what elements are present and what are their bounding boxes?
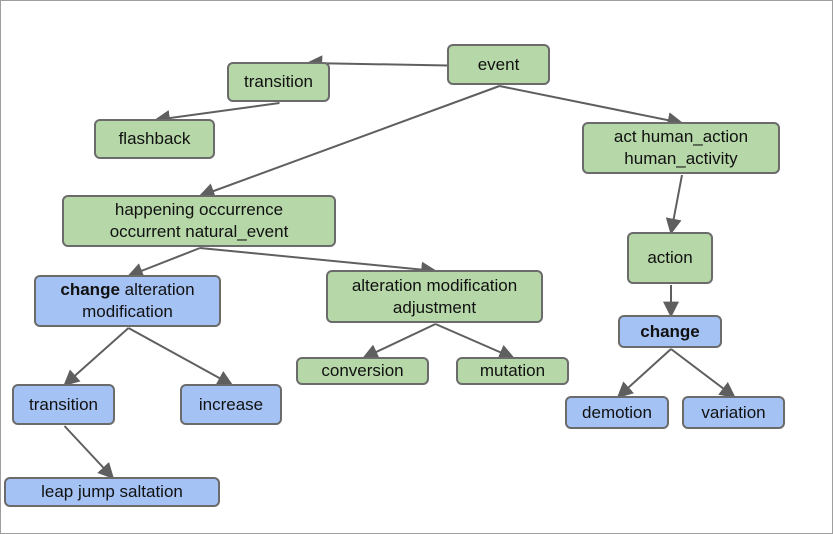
- node-change-left: change alteration modification: [34, 275, 221, 327]
- node-event-line-1: event: [477, 54, 520, 74]
- edge-transition_bottom-to-leap: [63, 425, 115, 480]
- edge-change_right-to-variation: [670, 348, 736, 398]
- edge-event-to-happening: [198, 85, 500, 199]
- node-increase: increase: [180, 384, 282, 425]
- node-act-line-2: human_activity: [624, 149, 738, 168]
- node-act: act human_action human_activity: [582, 122, 780, 174]
- node-event: event: [447, 44, 550, 85]
- node-change-left-line-1-text: alteration: [124, 280, 195, 299]
- edge-change_left-to-transition_bottom: [63, 327, 130, 387]
- node-conversion-line-1: conversion: [321, 361, 404, 380]
- node-change-right-bold: change: [640, 321, 700, 341]
- node-happening-line-1: happening occurrence: [114, 200, 284, 219]
- node-transition-bottom: transition: [12, 384, 115, 425]
- edge-happening-to-alteration: [199, 247, 438, 278]
- edge-change_left-to-increase: [128, 327, 234, 386]
- node-change-left-line-2: modification: [82, 302, 173, 321]
- node-change-left-bold: change: [60, 280, 120, 299]
- node-conversion: conversion: [296, 357, 429, 385]
- node-change-left-line-1: change alteration: [60, 279, 194, 301]
- node-demotion: demotion: [565, 396, 669, 429]
- node-transition-top-line-1: transition: [244, 72, 313, 91]
- node-act-line-1: act human_action: [613, 127, 749, 146]
- edge-change_right-to-demotion: [616, 348, 672, 399]
- node-flashback-line-1: flashback: [118, 129, 191, 148]
- node-variation-line-1: variation: [701, 402, 766, 422]
- node-change-right: change: [618, 315, 722, 348]
- node-alteration-line-1: alteration modification: [351, 275, 518, 295]
- node-leap-line-1: leap jump saltation: [41, 482, 183, 501]
- node-leap: leap jump saltation: [4, 477, 220, 507]
- edge-transition_top-to-flashback: [153, 102, 280, 126]
- node-transition-bottom-line-1: transition: [29, 394, 98, 414]
- node-demotion-line-1: demotion: [582, 402, 652, 422]
- edge-happening-to-change_left: [127, 247, 201, 279]
- node-happening: happening occurrence occurrent natural_e…: [62, 195, 336, 247]
- edge-act-to-action: [665, 174, 683, 235]
- node-mutation-line-1: mutation: [479, 361, 546, 380]
- node-happening-line-2: occurrent natural_event: [109, 222, 289, 241]
- node-action: action: [627, 232, 713, 284]
- node-alteration-line-2: adjustment: [392, 297, 477, 317]
- edge-event-to-act: [499, 85, 684, 128]
- node-increase-line-1: increase: [198, 394, 264, 414]
- node-variation: variation: [682, 396, 785, 429]
- node-mutation: mutation: [456, 357, 569, 385]
- edge-event-to-transition_top: [306, 55, 449, 72]
- node-action-line-1: action: [647, 248, 693, 267]
- node-flashback: flashback: [94, 119, 215, 159]
- node-alteration: alteration modification adjustment: [326, 270, 543, 323]
- node-transition-top: transition: [227, 62, 330, 102]
- edge-alteration-to-conversion: [362, 323, 436, 360]
- edge-alteration-to-mutation: [435, 323, 515, 360]
